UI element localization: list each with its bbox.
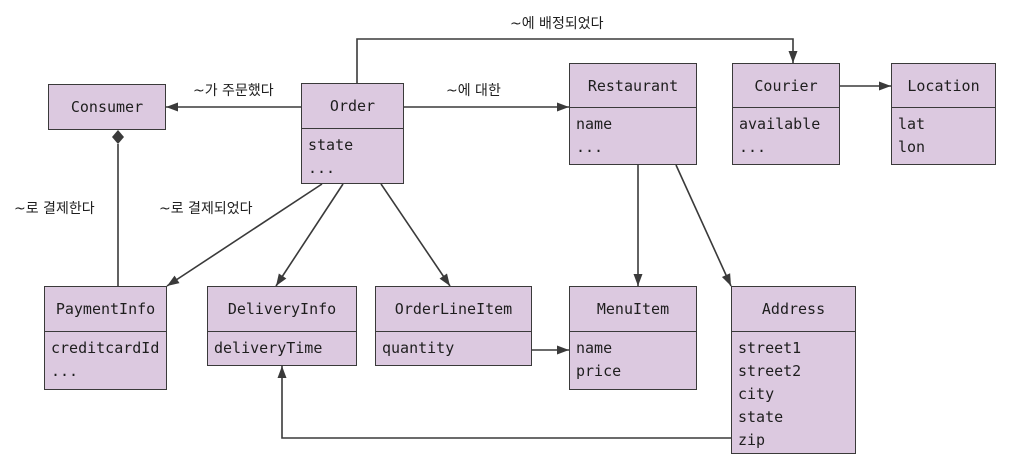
- restaurant-attr-more: ...: [576, 138, 604, 156]
- restaurant-address-line: [675, 164, 732, 287]
- label-for: ~에 대한: [446, 83, 501, 99]
- order-orderlineitem-arrowhead: [439, 273, 450, 286]
- paymentinfo-class: PaymentInfo creditcardId ...: [44, 286, 167, 390]
- restaurant-attributes: name ...: [570, 107, 696, 159]
- address-deliveryinfo-line: [281, 366, 731, 439]
- restaurant-menuitem-arrowhead: [633, 274, 643, 286]
- menuitem-attributes: name price: [570, 331, 696, 383]
- order-courier-arrowhead: [788, 51, 798, 63]
- restaurant-address-arrowhead: [721, 273, 731, 286]
- address-deliveryinfo-arrowhead: [277, 366, 287, 378]
- restaurant-attr-name: name: [576, 115, 613, 133]
- orderlineitem-attr-quantity: quantity: [382, 339, 455, 357]
- deliveryinfo-attr-deliverytime: deliveryTime: [214, 339, 323, 357]
- courier-class: Courier available ...: [732, 63, 840, 165]
- location-class: Location lat lon: [891, 63, 996, 165]
- order-paymentinfo-arrowhead: [167, 275, 180, 286]
- location-class-name: Location: [907, 76, 980, 95]
- paymentinfo-attr-more: ...: [51, 362, 79, 380]
- location-attr-lat: lat: [898, 115, 926, 133]
- courier-class-name: Courier: [754, 76, 818, 95]
- restaurant-class: Restaurant name ...: [569, 63, 697, 165]
- address-class: Address street1 street2 city state zip: [731, 286, 856, 454]
- deliveryinfo-attributes: deliveryTime: [208, 331, 356, 360]
- courier-attr-more: ...: [739, 138, 767, 156]
- menuitem-attr-price: price: [576, 362, 622, 380]
- address-attr-state: state: [738, 408, 784, 426]
- order-attributes: state ...: [302, 128, 403, 180]
- address-attr-street1: street1: [738, 339, 802, 357]
- order-deliveryinfo-arrowhead: [276, 273, 287, 286]
- orderlineitem-class: OrderLineItem quantity: [375, 286, 532, 366]
- deliveryinfo-class-name: DeliveryInfo: [227, 300, 337, 318]
- order-restaurant-arrowhead: [557, 102, 569, 112]
- address-attr-city: city: [738, 385, 775, 403]
- menuitem-class: MenuItem name price: [569, 286, 697, 390]
- location-attributes: lat lon: [892, 107, 995, 159]
- paymentinfo-attributes: creditcardId ...: [45, 331, 166, 383]
- address-attr-street2: street2: [738, 362, 802, 380]
- consumer-class-name: Consumer: [70, 97, 144, 116]
- order-attr-state: state: [308, 136, 354, 154]
- address-class-name: Address: [761, 300, 826, 318]
- order-deliveryinfo-line: [275, 183, 344, 287]
- restaurant-class-name: Restaurant: [587, 76, 679, 95]
- order-consumer-arrowhead: [166, 102, 178, 112]
- label-ordered-by: ~가 주문했다: [193, 83, 274, 99]
- label-paid-with: ~로 결제되었다: [159, 201, 253, 217]
- orderlineitem-class-name: OrderLineItem: [394, 300, 513, 318]
- order-attr-more: ...: [308, 159, 336, 177]
- order-orderlineitem-line: [380, 183, 451, 287]
- order-paymentinfo-line: [166, 183, 323, 287]
- deliveryinfo-class: DeliveryInfo deliveryTime: [207, 286, 357, 366]
- address-attr-zip: zip: [738, 431, 766, 449]
- label-pays-with: ~로 결제한다: [14, 201, 95, 217]
- order-class-name: Order: [329, 97, 376, 115]
- consumer-class: Consumer: [48, 84, 166, 130]
- paymentinfo-class-name: PaymentInfo: [55, 300, 156, 318]
- orderlineitem-attributes: quantity: [376, 331, 531, 360]
- location-attr-lon: lon: [898, 138, 926, 156]
- address-attributes: street1 street2 city state zip: [732, 331, 855, 452]
- courier-attributes: available ...: [733, 107, 839, 159]
- composition-diamond-icon: [112, 130, 124, 144]
- paymentinfo-attr-creditcardid: creditcardId: [51, 339, 160, 357]
- label-assigned-to: ~에 배정되었다: [510, 16, 604, 32]
- courier-location-arrowhead: [879, 81, 891, 91]
- order-class: Order state ...: [301, 83, 404, 184]
- menuitem-class-name: MenuItem: [596, 300, 670, 318]
- courier-attr-available: available: [739, 115, 821, 133]
- menuitem-attr-name: name: [576, 339, 613, 357]
- orderlineitem-menuitem-arrowhead: [557, 345, 569, 355]
